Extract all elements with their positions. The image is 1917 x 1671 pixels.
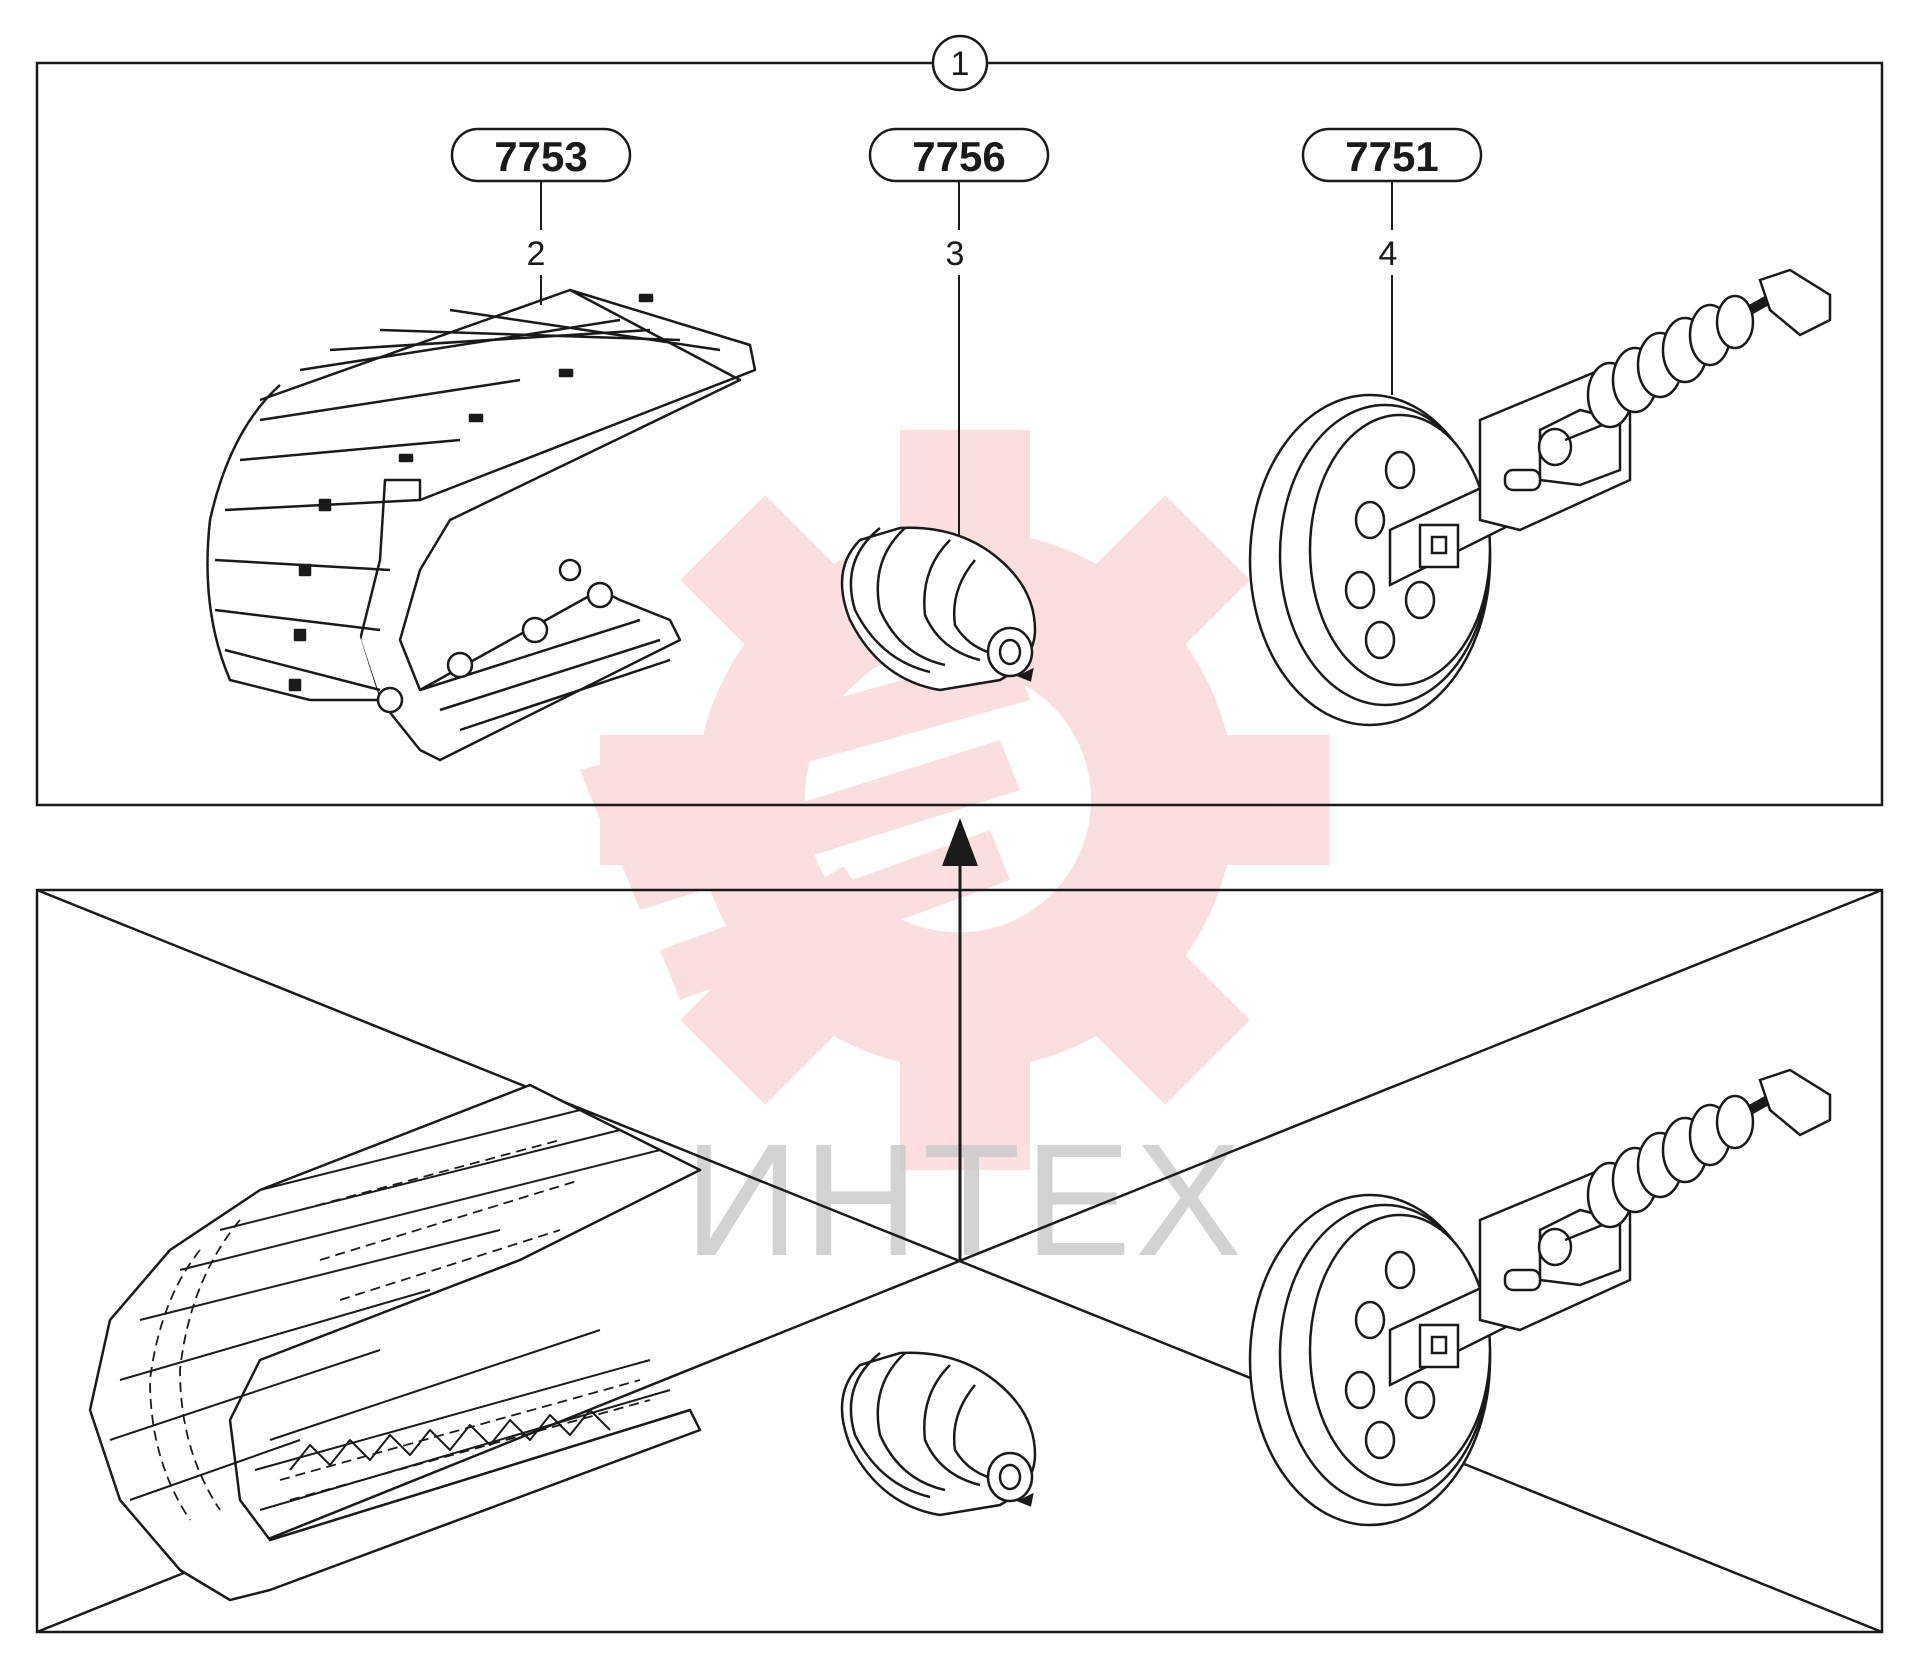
item-number: 3	[946, 235, 965, 273]
assembly-callout: 1	[931, 34, 989, 92]
cross-out-line-2	[36, 888, 1883, 1634]
assembly-callout-number: 1	[951, 45, 970, 83]
gear-logo-icon	[600, 430, 1330, 1170]
replacement-arrow	[942, 818, 978, 1262]
intex-watermark	[580, 430, 1330, 1170]
part-label-7753: 7753 2	[450, 127, 632, 305]
item-number: 4	[1379, 235, 1398, 273]
item-number: 2	[527, 235, 546, 273]
track-roller-icon	[840, 526, 1037, 692]
rubber-track-icon	[88, 1083, 702, 1602]
part-label-7756: 7756 3	[868, 127, 1050, 540]
part-code: 7756	[912, 133, 1005, 180]
part-code: 7753	[494, 133, 587, 180]
track-roller-icon	[840, 1351, 1037, 1517]
part-label-7751: 7751 4	[1301, 127, 1483, 395]
part-code: 7751	[1345, 133, 1438, 180]
front-idler-icon	[1248, 268, 1832, 727]
front-idler-icon	[1248, 1068, 1832, 1527]
bottom-panel	[35, 888, 1884, 1634]
steel-track-icon	[206, 288, 757, 762]
